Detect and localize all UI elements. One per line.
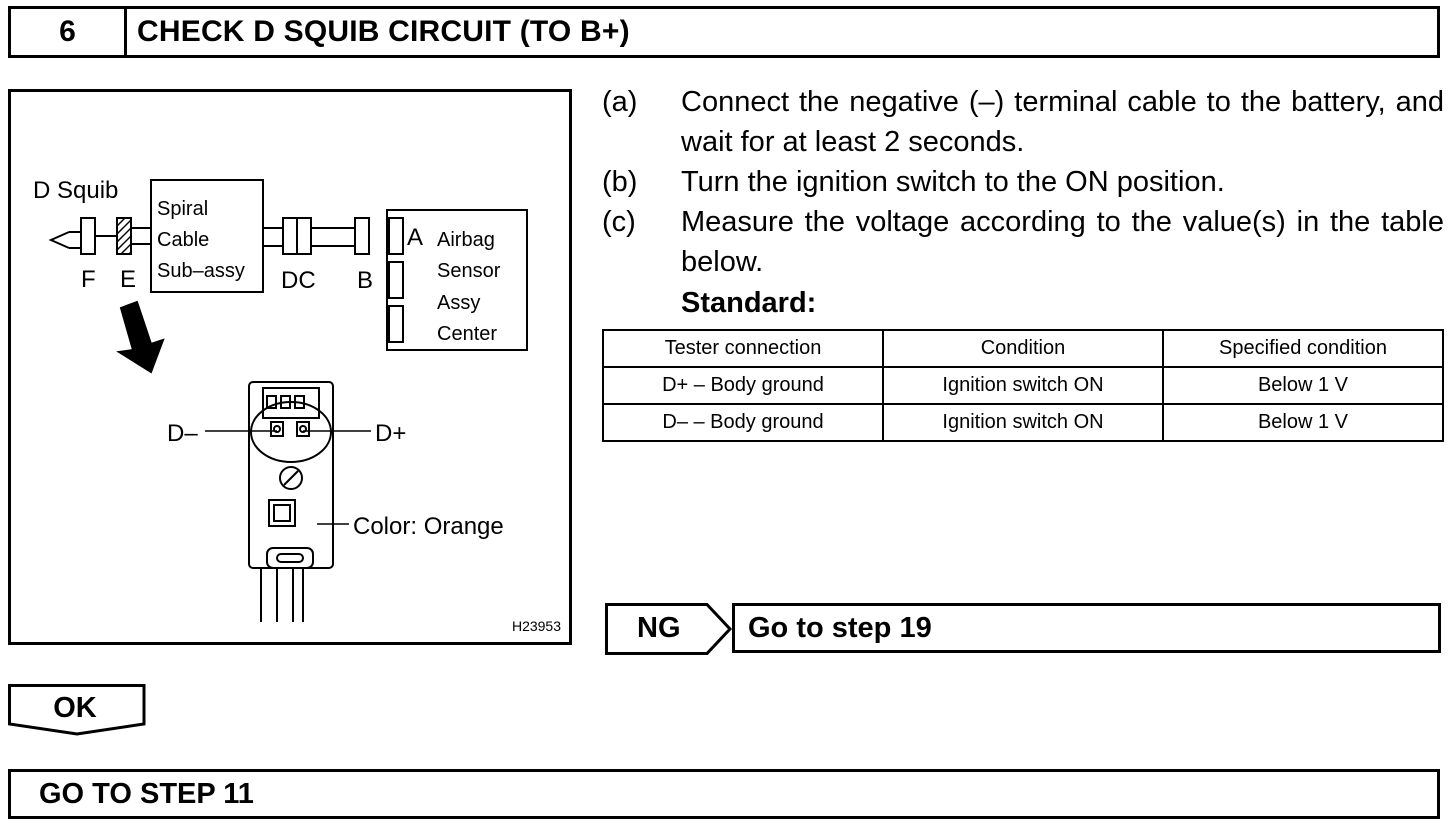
table-cell: D+ – Body ground [602, 366, 884, 405]
connector-b [354, 217, 370, 255]
cable-label: Cable [157, 229, 209, 251]
label-e: E [120, 266, 136, 293]
connector-c [296, 217, 312, 255]
table-header-cell: Tester connection [602, 329, 884, 368]
sub-assy-label: Sub–assy [157, 260, 245, 282]
color-label: Color: Orange [353, 513, 504, 540]
connector-d [282, 217, 298, 255]
airbag-label: Airbag [437, 229, 495, 251]
label-a: A [407, 224, 423, 251]
wiring-illustration: D Squib F E Spiral Cable Sub–assy DC [8, 89, 572, 645]
arrow-down-icon [116, 300, 165, 374]
standard-label: Standard: [681, 287, 817, 319]
table-header-cell: Condition [882, 329, 1164, 368]
ng-arrow-icon [605, 603, 733, 655]
instruction-text: Connect the negative (–) terminal cable … [681, 86, 1444, 158]
goto-step-bar: GO TO STEP 11 [8, 769, 1440, 819]
table-header-cell: Specified condition [1162, 329, 1444, 368]
step-title: CHECK D SQUIB CIRCUIT (TO B+) [137, 15, 630, 48]
table-row: D+ – Body ground Ignition switch ON Belo… [602, 366, 1444, 405]
step-number: 6 [11, 9, 127, 55]
d-minus-label: D– [167, 420, 198, 447]
connector-f [80, 217, 96, 255]
table-cell: Ignition switch ON [882, 366, 1164, 405]
step-header: 6 CHECK D SQUIB CIRCUIT (TO B+) [8, 6, 1440, 58]
instruction-text: Turn the ignition switch to the ON posit… [681, 166, 1225, 198]
table-cell: Ignition switch ON [882, 403, 1164, 442]
table-cell: D– – Body ground [602, 403, 884, 442]
sensor-label: Sensor [437, 260, 501, 282]
ok-label: OK [53, 692, 97, 724]
d-squib-label: D Squib [33, 177, 118, 204]
table-cell: Below 1 V [1162, 403, 1444, 442]
table-cell: Below 1 V [1162, 366, 1444, 405]
squib-tip-icon [48, 231, 70, 249]
d-plus-label: D+ [375, 420, 406, 447]
instruction-label: (c) [602, 206, 636, 238]
ok-result-tag: OK [8, 684, 146, 736]
figure-id: H23953 [511, 618, 561, 634]
standard-table: Tester connection Condition Specified co… [602, 329, 1444, 442]
ng-target-box: Go to step 19 [732, 603, 1441, 653]
label-b: B [357, 267, 373, 294]
ng-label: NG [637, 611, 681, 644]
assy-label: Assy [437, 292, 480, 314]
squib-connector-diagram: D Squib F E Spiral Cable Sub–assy DC [33, 177, 528, 622]
table-row: D– – Body ground Ignition switch ON Belo… [602, 403, 1444, 442]
connector-detail [248, 381, 334, 622]
center-label: Center [437, 323, 497, 345]
spiral-cable-box [150, 179, 264, 293]
instruction-label: (a) [602, 86, 638, 118]
table-header-row: Tester connection Condition Specified co… [602, 329, 1444, 368]
instruction-label: (b) [602, 166, 638, 198]
instruction-text: Measure the voltage according to the val… [681, 206, 1444, 278]
spiral-label: Spiral [157, 198, 208, 220]
ok-arrow-icon [8, 684, 146, 736]
airbag-sensor-box [386, 209, 528, 351]
label-dc: DC [281, 267, 316, 294]
label-f: F [81, 266, 96, 293]
